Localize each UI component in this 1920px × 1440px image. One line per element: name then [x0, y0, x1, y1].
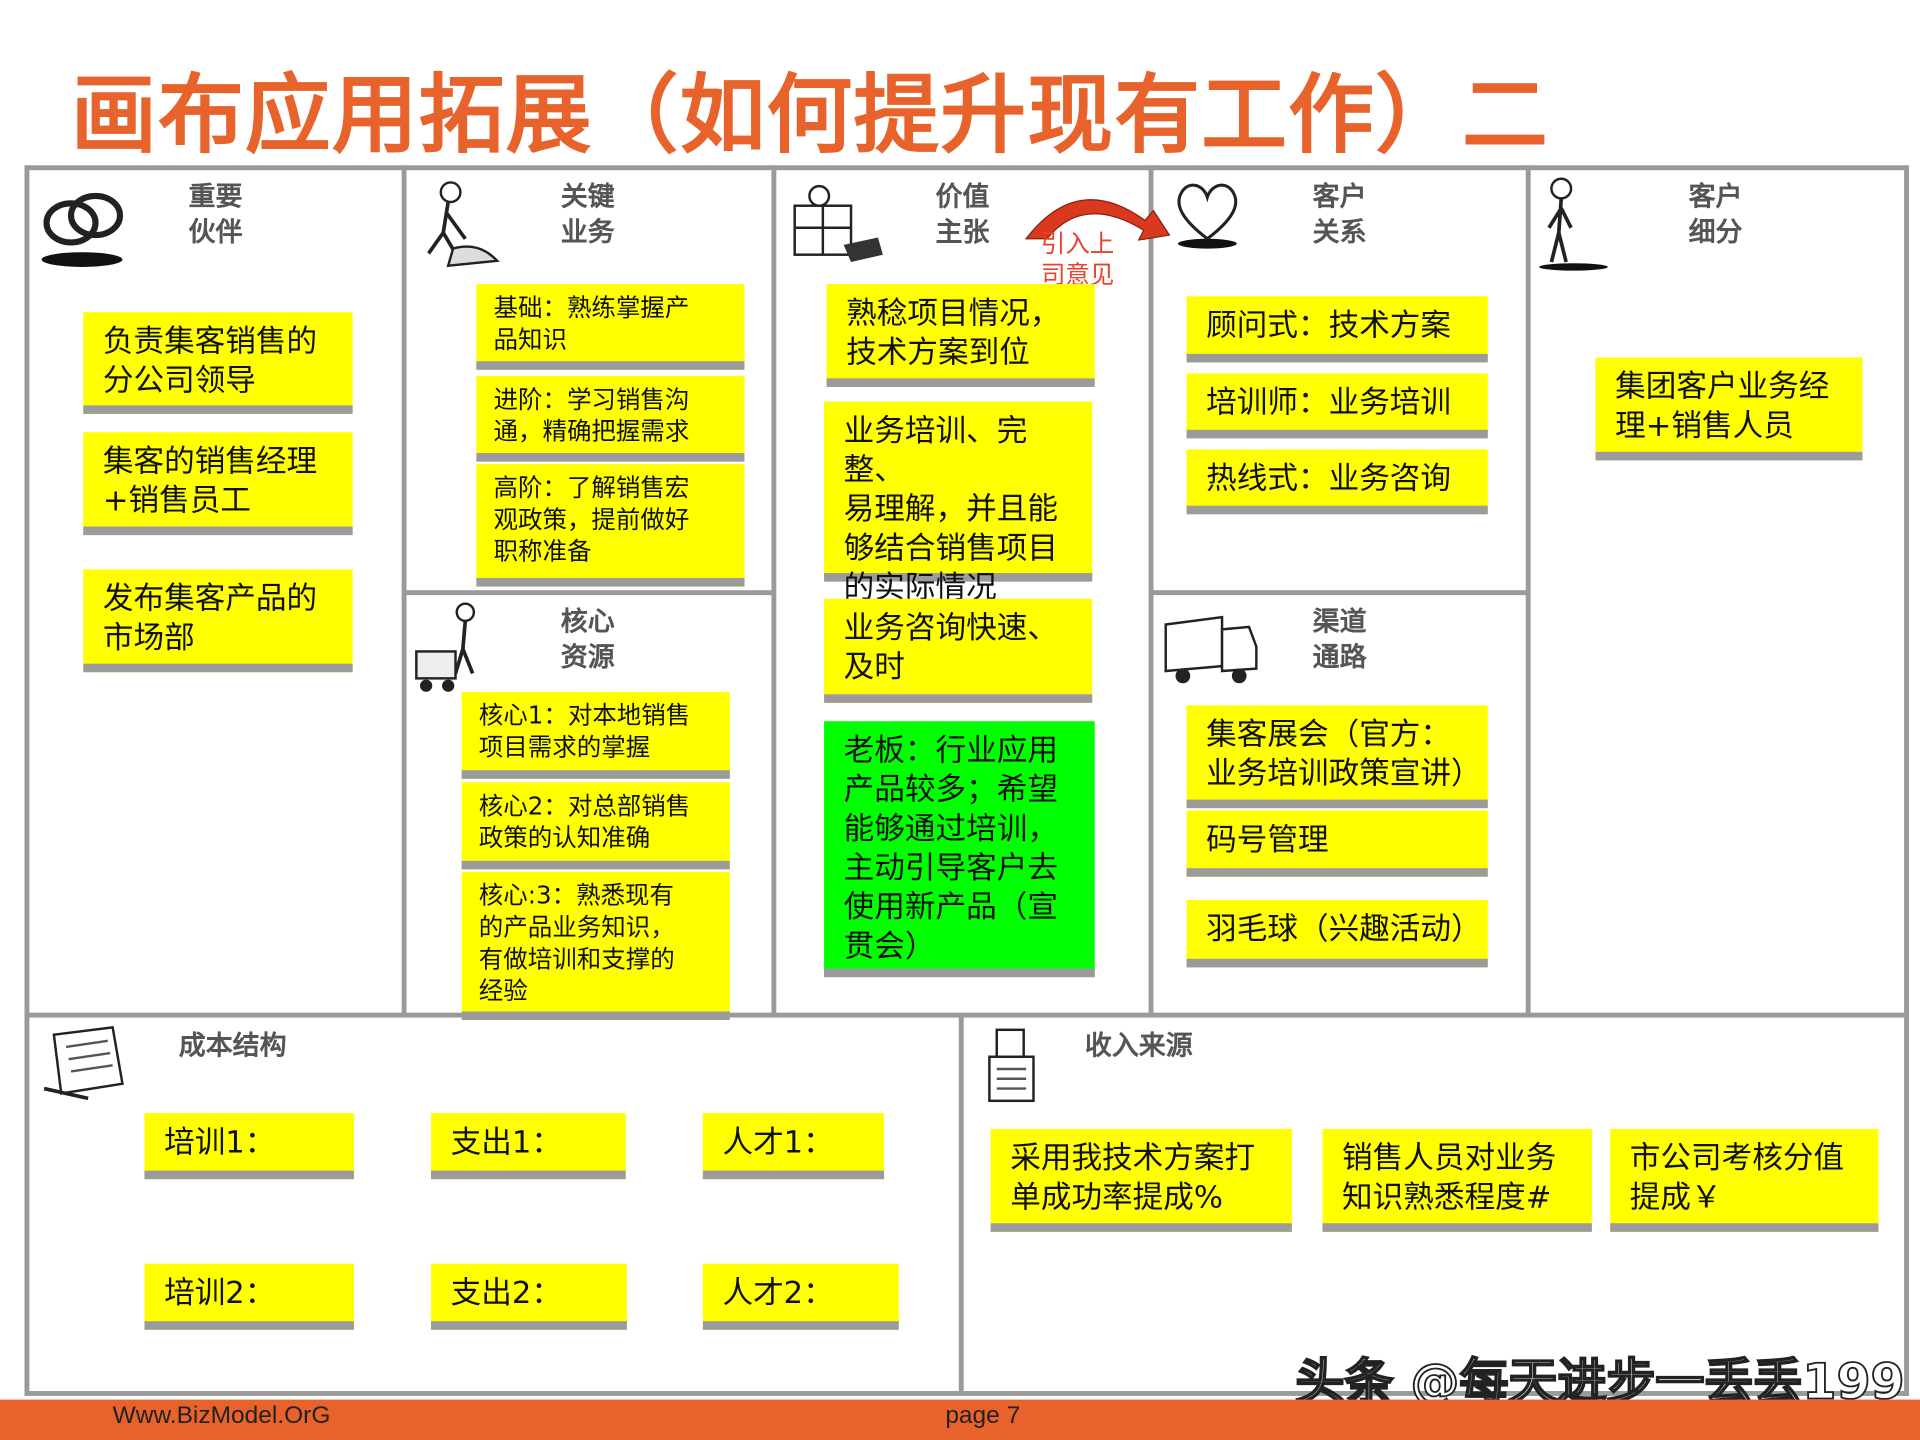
relationships-title: 客户 关系: [1312, 182, 1367, 249]
cost-title: 成本结构: [178, 1031, 287, 1062]
value-note-3: 业务咨询快速、 及时: [824, 598, 1093, 703]
value-note-boss: 老板：行业应用 产品较多；希望 能够通过培训， 主动引导客户去 使用新产品（宣 …: [824, 721, 1095, 978]
activities-note-3: 高阶：了解销售宏 观政策，提前做好 职称准备: [476, 464, 745, 587]
resources-note-2: 核心2：对总部销售 政策的认知准确: [461, 782, 730, 870]
activities-note-2: 进阶：学习销售沟 通，精确把握需求: [476, 375, 745, 462]
resources-note-1: 核心1：对本地销售 项目需求的掌握: [461, 691, 730, 779]
value-title: 价值 主张: [935, 182, 990, 249]
footer-page-number: page 7: [945, 1402, 1021, 1429]
revenue-note-2: 销售人员对业务 知识熟悉程度#: [1322, 1128, 1592, 1232]
rings-icon: [41, 192, 124, 267]
value-note-1: 熟稔项目情况， 技术方案到位: [826, 284, 1095, 387]
segments-note-1: 集团客户业务经 理+销售人员: [1595, 357, 1863, 461]
partners-note-2: 集客的销售经理 +销售员工: [83, 432, 353, 536]
relationships-note-3: 热线式：业务咨询: [1186, 449, 1488, 515]
relationships-note-2: 培训师：业务培训: [1186, 373, 1488, 439]
cost-note-expense-1: 支出1：: [431, 1113, 626, 1180]
channels-note-2: 码号管理: [1186, 810, 1488, 877]
page-title: 画布应用拓展（如何提升现有工作）二: [71, 64, 1549, 166]
forklift-worker-icon: [415, 602, 476, 692]
partners-note-3: 发布集客产品的 市场部: [83, 569, 353, 673]
worker-icon: [427, 181, 500, 268]
activities-title: 关键 业务: [560, 182, 615, 249]
footer-bar: [0, 1399, 1920, 1440]
heart-icon: [1177, 183, 1238, 249]
value-note: 引入上 司意见: [1040, 228, 1115, 289]
cash-register-icon: [988, 1028, 1035, 1103]
gift-icon: [793, 184, 883, 263]
relationships-note-1: 顾问式：技术方案: [1186, 296, 1488, 363]
value-note-2: 业务培训、完整、 易理解，并且能 够结合销售项目 的实际情况: [824, 401, 1093, 605]
activities-note-1: 基础：熟练掌握产 品知识: [476, 284, 745, 370]
receipt-icon: [43, 1025, 124, 1101]
person-icon: [1539, 177, 1608, 271]
revenue-note-1: 采用我技术方案打 单成功率提成%: [990, 1128, 1292, 1232]
cost-note-training-2: 培训2：: [144, 1263, 354, 1330]
resources-title: 核心 资源: [560, 607, 615, 674]
channels-note-3: 羽毛球（兴趣活动）: [1186, 900, 1488, 968]
revenue-note-3: 市公司考核分值 提成￥: [1610, 1128, 1879, 1232]
cost-note-talent-1: 人才1：: [702, 1113, 885, 1180]
resources-note-3: 核心:3：熟悉现有 的产品业务知识， 有做培训和支撑的 经验: [461, 871, 730, 1021]
cost-note-expense-2: 支出2：: [431, 1263, 627, 1330]
channels-title: 渠道 通路: [1312, 607, 1367, 674]
truck-icon: [1164, 615, 1258, 684]
channels-note-1: 集客展会（官方： 业务培训政策宣讲）: [1186, 705, 1488, 809]
cost-note-training-1: 培训1：: [144, 1113, 354, 1180]
partners-title: 重要 伙伴: [188, 182, 243, 249]
footer-site-link[interactable]: Www.BizModel.OrG: [112, 1402, 331, 1429]
revenue-title: 收入来源: [1084, 1031, 1193, 1062]
curved-arrow-icon: [1024, 199, 1171, 241]
cost-note-talent-2: 人才2：: [702, 1263, 899, 1330]
segments-title: 客户 细分: [1688, 182, 1743, 249]
partners-note-1: 负责集客销售的 分公司领导: [83, 312, 353, 414]
